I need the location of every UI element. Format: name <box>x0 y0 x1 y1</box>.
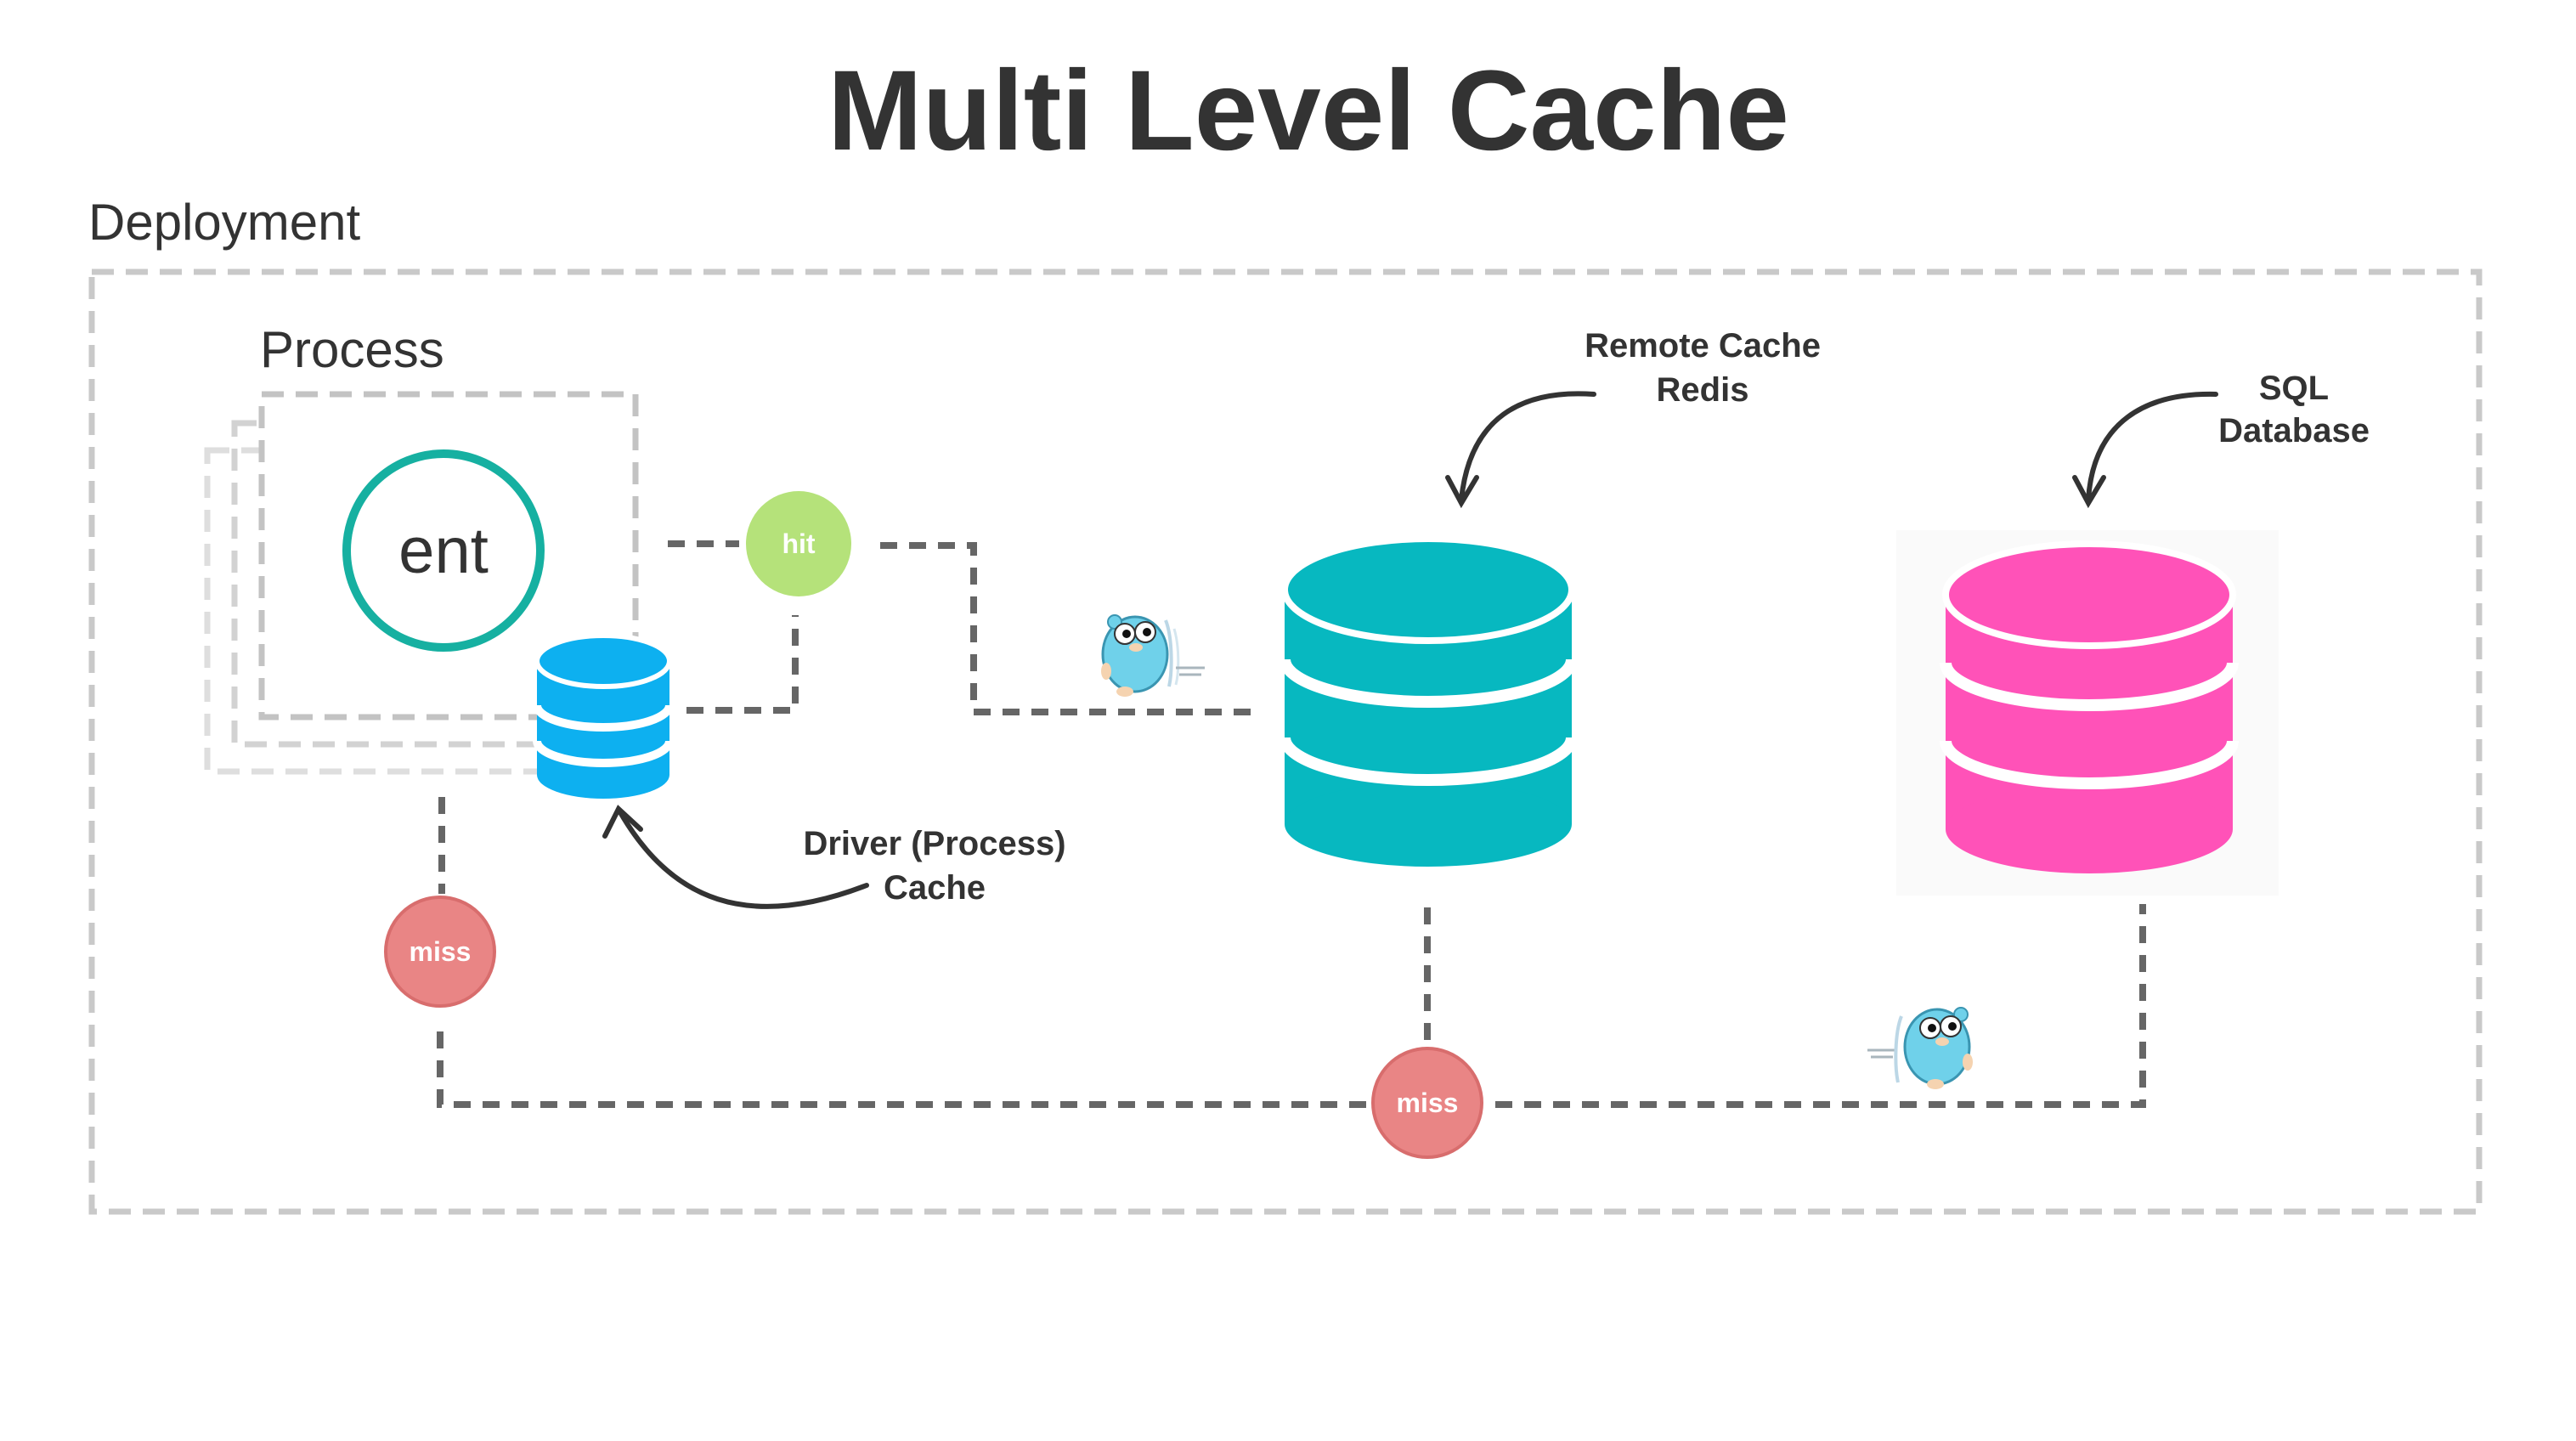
driver-cache-label-line2: Cache <box>884 869 986 907</box>
miss-badge-left <box>384 896 496 1008</box>
sql-label-line1: SQL <box>2259 370 2329 407</box>
diagram-title: Multi Level Cache <box>828 48 1789 174</box>
sql-arrow-head <box>2072 475 2106 509</box>
sql-database-icon <box>1896 530 2279 896</box>
driver-cache-database-icon <box>533 633 674 799</box>
deployment-boundary <box>88 268 2483 1215</box>
gopher-mascot-2 <box>1867 1007 1973 1089</box>
connector-miss-sql <box>1495 904 2146 1108</box>
redis-arrow <box>1459 391 1596 502</box>
sql-arrow <box>2086 391 2218 502</box>
connector-hit-redis <box>880 542 1261 715</box>
hit-badge <box>746 491 851 596</box>
process-label: Process <box>260 321 444 378</box>
remote-cache-label-line2: Redis <box>1657 371 1749 409</box>
connector-lines <box>437 540 2146 1108</box>
miss-badge-bottom <box>1371 1047 1483 1159</box>
driver-cache-arrow-head <box>602 805 643 839</box>
ent-label: ent <box>398 515 489 587</box>
gopher-mascot-1 <box>1101 614 1205 697</box>
sql-label-line2: Database <box>2218 412 2370 449</box>
deployment-label: Deployment <box>88 194 360 251</box>
annotation-arrows <box>602 391 2218 909</box>
redis-arrow-head <box>1445 475 1479 509</box>
hit-label: hit <box>782 528 815 559</box>
redis-database-icon <box>1279 535 1578 867</box>
remote-cache-label-line1: Remote Cache <box>1585 327 1821 364</box>
driver-cache-label-line1: Driver (Process) <box>803 825 1065 862</box>
miss-left-label: miss <box>410 936 472 967</box>
connector-driver-hit <box>686 615 799 714</box>
miss-bottom-label: miss <box>1397 1088 1459 1118</box>
connector-miss-bottom <box>437 1031 1370 1108</box>
ent-logo <box>342 449 545 652</box>
driver-cache-arrow <box>618 810 869 909</box>
